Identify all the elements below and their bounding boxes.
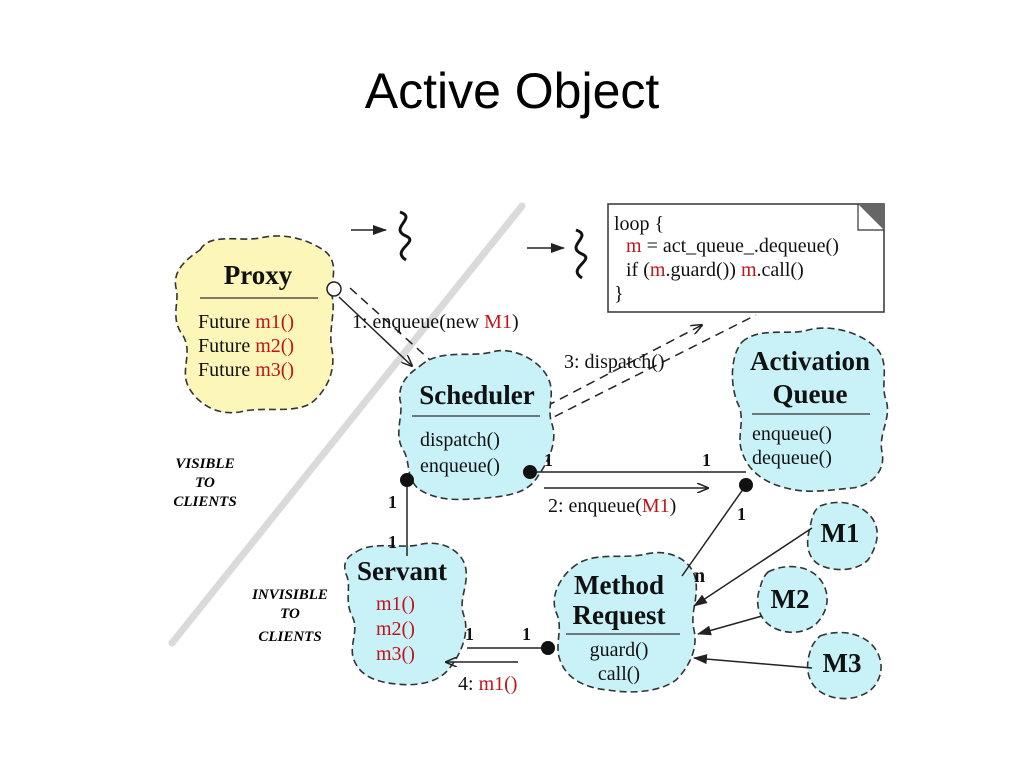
proxy-method-2: Future m2() (198, 335, 294, 357)
assoc-queue-request (681, 484, 747, 577)
mult-sched-aq-right: 1 (702, 450, 711, 470)
scheduler-class: Scheduler dispatch() enqueue() (398, 349, 555, 501)
m2-label: M2 (771, 584, 810, 614)
invisible-to-clients-label: INVISIBLE TO CLIENTS (251, 587, 328, 645)
mult-sched-aq-left: 1 (544, 450, 553, 470)
inherit-m1 (693, 527, 813, 607)
inherit-m3 (693, 654, 813, 669)
activation-queue-method-2: dequeue() (752, 447, 832, 469)
method-request-class: Method Request guard() call() (553, 551, 698, 693)
visibility-divider (168, 202, 526, 647)
m1-label: M1 (821, 518, 860, 548)
zone-visible-line2: TO (195, 475, 215, 491)
activation-queue-name-2: Queue (772, 379, 847, 409)
slide-title: Active Object (364, 63, 660, 119)
servant-class: Servant m1() m2() m3() (343, 542, 468, 686)
servant-name: Servant (357, 556, 447, 586)
inherit-m2 (697, 615, 763, 636)
assoc-dot-scheduler-queue (523, 465, 537, 479)
message-dispatch: 3: dispatch() (564, 351, 665, 373)
assoc-dot-request (541, 641, 555, 655)
dispatch-note-link (527, 314, 757, 431)
servant-method-1: m1() (376, 593, 415, 615)
message-enqueue-m1: 2: enqueue(M1) (548, 495, 676, 517)
proxy-class: Proxy Future m1() Future m2() Future m3(… (174, 235, 335, 414)
method-request-method-2: call() (598, 663, 640, 685)
zone-invisible-line3: CLIENTS (258, 629, 321, 645)
mult-mr-n: n (694, 565, 705, 587)
mult-sched-servant-top: 1 (388, 492, 397, 512)
zone-invisible-line1: INVISIBLE (251, 587, 328, 603)
activation-queue-name-1: Activation (750, 346, 870, 376)
thread-icon (527, 228, 588, 280)
mult-servant-mr-left: 1 (465, 624, 474, 644)
code-line-2: m = act_queue_.dequeue() (626, 235, 839, 257)
proxy-interface-circle (326, 281, 342, 297)
enqueue-new-dash (349, 287, 431, 361)
code-line-1: loop { (614, 213, 664, 235)
enqueue-new-arrow (338, 296, 412, 366)
scheduler-name: Scheduler (419, 380, 535, 410)
method-request-name-1: Method (574, 570, 664, 600)
code-line-3: if (m.guard()) m.call() (626, 259, 804, 281)
mult-sched-servant-bottom: 1 (388, 532, 397, 552)
activation-queue-method-1: enqueue() (752, 423, 832, 445)
activation-queue-class: Activation Queue enqueue() dequeue() (731, 327, 889, 492)
mult-servant-mr-right: 1 (522, 624, 531, 644)
scheduler-method-2: enqueue() (420, 455, 500, 477)
servant-method-3: m3() (376, 643, 415, 665)
zone-invisible-line2: TO (280, 606, 300, 622)
proxy-method-3: Future m3() (198, 359, 294, 381)
message-enqueue-new: 1: enqueue(new M1) (352, 311, 519, 333)
mult-aq-mr: 1 (737, 504, 746, 524)
method-request-name-2: Request (573, 600, 666, 630)
proxy-method-1: Future m1() (198, 311, 294, 333)
zone-visible-line3: CLIENTS (173, 494, 236, 510)
method-request-method-1: guard() (590, 639, 649, 661)
assoc-dot-queue (739, 478, 753, 492)
servant-method-2: m2() (376, 618, 415, 640)
scheduler-method-1: dispatch() (420, 429, 500, 451)
concrete-request-m3: M3 (806, 631, 882, 700)
assoc-dot-scheduler-servant (400, 473, 414, 487)
message-call-m1: 4: m1() (458, 673, 517, 695)
visible-to-clients-label: VISIBLE TO CLIENTS (173, 456, 236, 510)
code-line-4: } (614, 283, 624, 305)
zone-visible-line1: VISIBLE (175, 456, 234, 472)
m3-label: M3 (823, 648, 862, 678)
concrete-request-m2: M2 (756, 565, 828, 634)
proxy-name: Proxy (224, 260, 293, 290)
concrete-request-m1: M1 (806, 501, 879, 571)
code-note: loop { m = act_queue_.dequeue() if (m.gu… (607, 203, 885, 313)
thread-icon (351, 210, 412, 262)
